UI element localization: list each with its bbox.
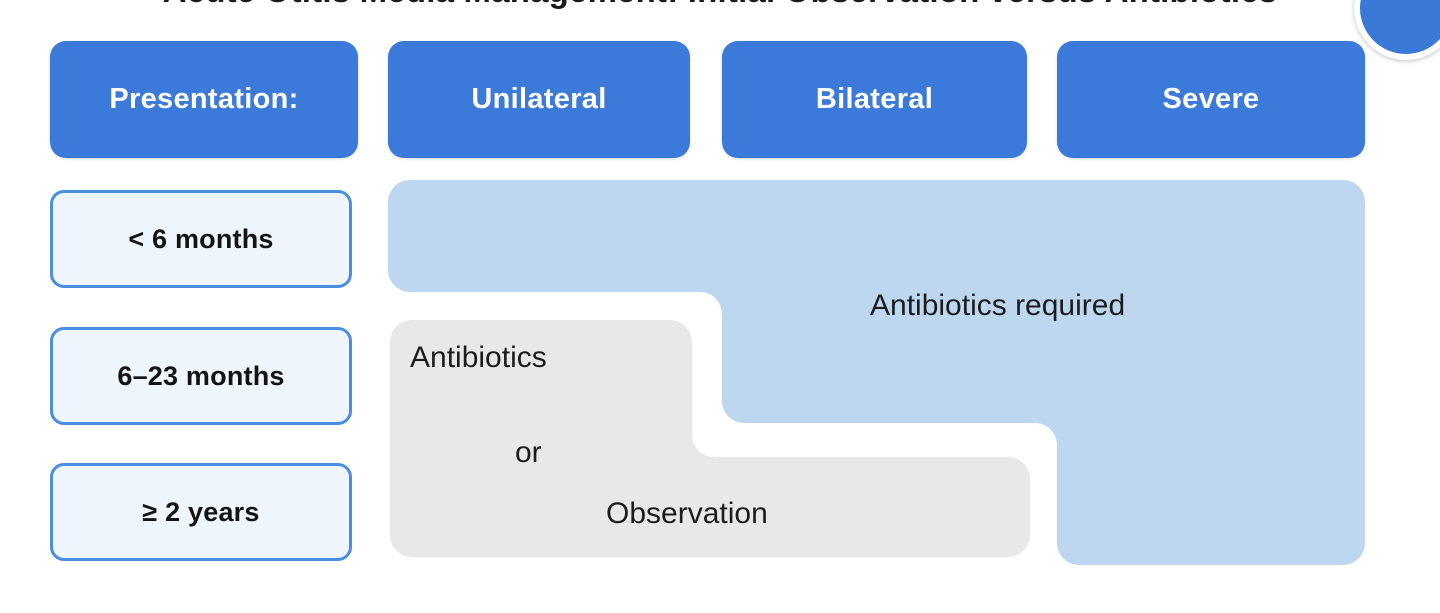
- region-label-antibiotics-required: Antibiotics required: [870, 289, 1126, 322]
- row-header-6-to-23-months: 6–23 months: [50, 327, 352, 425]
- row-header-under-6-months: < 6 months: [50, 190, 352, 288]
- page-title: Acute Otitis Media Management: Initial O…: [0, 0, 1440, 12]
- region-label-observation: Observation: [606, 497, 768, 530]
- row-header-2-years-and-over: ≥ 2 years: [50, 463, 352, 561]
- region-label-or: or: [515, 436, 542, 469]
- antibiotics-required-shape: [388, 180, 1365, 565]
- column-header-severe: Severe: [1057, 41, 1365, 158]
- region-label-antibiotics: Antibiotics: [410, 341, 547, 374]
- column-header-bilateral: Bilateral: [722, 41, 1027, 158]
- antibiotics-or-observation-shape: [390, 320, 1030, 557]
- presentation-row-header: Presentation:: [50, 41, 358, 158]
- column-header-unilateral: Unilateral: [388, 41, 690, 158]
